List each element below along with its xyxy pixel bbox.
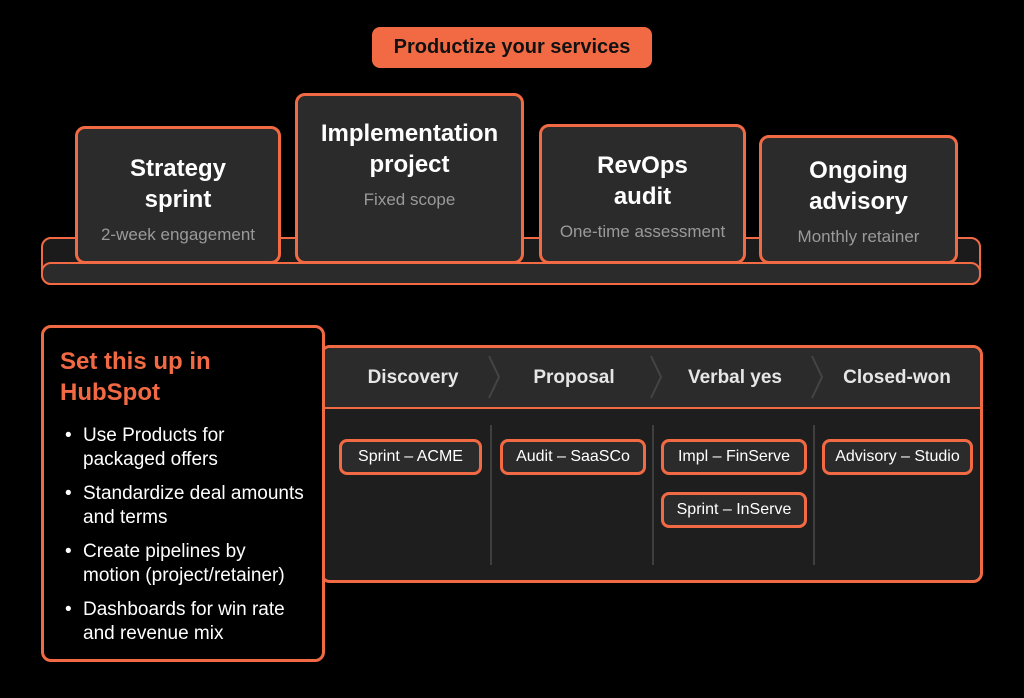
list-item-text: Use Products for packaged offers — [83, 425, 225, 470]
setup-title: Set this up in HubSpot — [60, 348, 211, 406]
column-divider — [813, 425, 815, 565]
offer-subtitle: One-time assessment — [559, 222, 726, 241]
setup-list: • Use Products for packaged offers • Stand… — [60, 424, 306, 646]
offer-shelf-lip — [41, 262, 981, 285]
bullet-icon: • — [65, 541, 72, 562]
list-item-text: Dashboards for win rate and revenue mix — [83, 599, 285, 644]
offer-title: Implementation project — [320, 120, 499, 178]
offer-card-revops-audit: RevOps audit One-time assessment — [539, 124, 746, 264]
offer-subtitle: Fixed scope — [363, 190, 456, 209]
deal-card[interactable]: Impl – FinServe — [661, 439, 807, 475]
deal-pipeline-board: Discovery Proposal Verbal yes Closed-won… — [320, 345, 983, 583]
column-divider — [490, 425, 492, 565]
deal-card[interactable]: Sprint – InServe — [661, 492, 807, 528]
stage-discovery: Discovery — [367, 366, 459, 388]
offer-card-ongoing-advisory: Ongoing advisory Monthly retainer — [759, 135, 958, 264]
bullet-icon: • — [65, 425, 72, 446]
deal-card[interactable]: Audit – SaaSCo — [500, 439, 646, 475]
list-item-text: Standardize deal amounts and terms — [83, 483, 304, 528]
chevron-right-icon — [488, 355, 501, 399]
bullet-icon: • — [65, 483, 72, 504]
offer-title: Strategy sprint — [129, 155, 227, 213]
offer-subtitle: 2-week engagement — [100, 225, 256, 244]
offer-title: RevOps audit — [597, 152, 688, 210]
list-item: • Dashboards for win rate and revenue mix — [60, 598, 306, 646]
list-item: • Use Products for packaged offers — [60, 424, 306, 472]
page-title: Productize your services — [372, 27, 652, 68]
list-item: • Standardize deal amounts and terms — [60, 482, 306, 530]
deal-card[interactable]: Advisory – Studio — [822, 439, 973, 475]
chevron-right-icon — [650, 355, 663, 399]
offer-title: Ongoing advisory — [809, 157, 908, 215]
list-item: • Create pipelines by motion (project/ret… — [60, 540, 306, 588]
list-item-text: Create pipelines by motion (project/reta… — [83, 541, 285, 586]
offer-card-strategy-sprint: Strategy sprint 2-week engagement — [75, 126, 281, 264]
offer-subtitle: Monthly retainer — [797, 227, 920, 246]
chevron-right-icon — [811, 355, 824, 399]
deal-card[interactable]: Sprint – ACME — [339, 439, 482, 475]
stage-verbal-yes: Verbal yes — [687, 366, 783, 388]
pipeline-stage-header: Discovery Proposal Verbal yes Closed-won — [323, 348, 980, 409]
column-divider — [652, 425, 654, 565]
offer-card-implementation-project: Implementation project Fixed scope — [295, 93, 524, 264]
hubspot-setup-panel: Set this up in HubSpot • Use Products for… — [41, 325, 325, 662]
bullet-icon: • — [65, 599, 72, 620]
stage-proposal: Proposal — [533, 366, 615, 388]
stage-closed-won: Closed-won — [843, 366, 951, 388]
